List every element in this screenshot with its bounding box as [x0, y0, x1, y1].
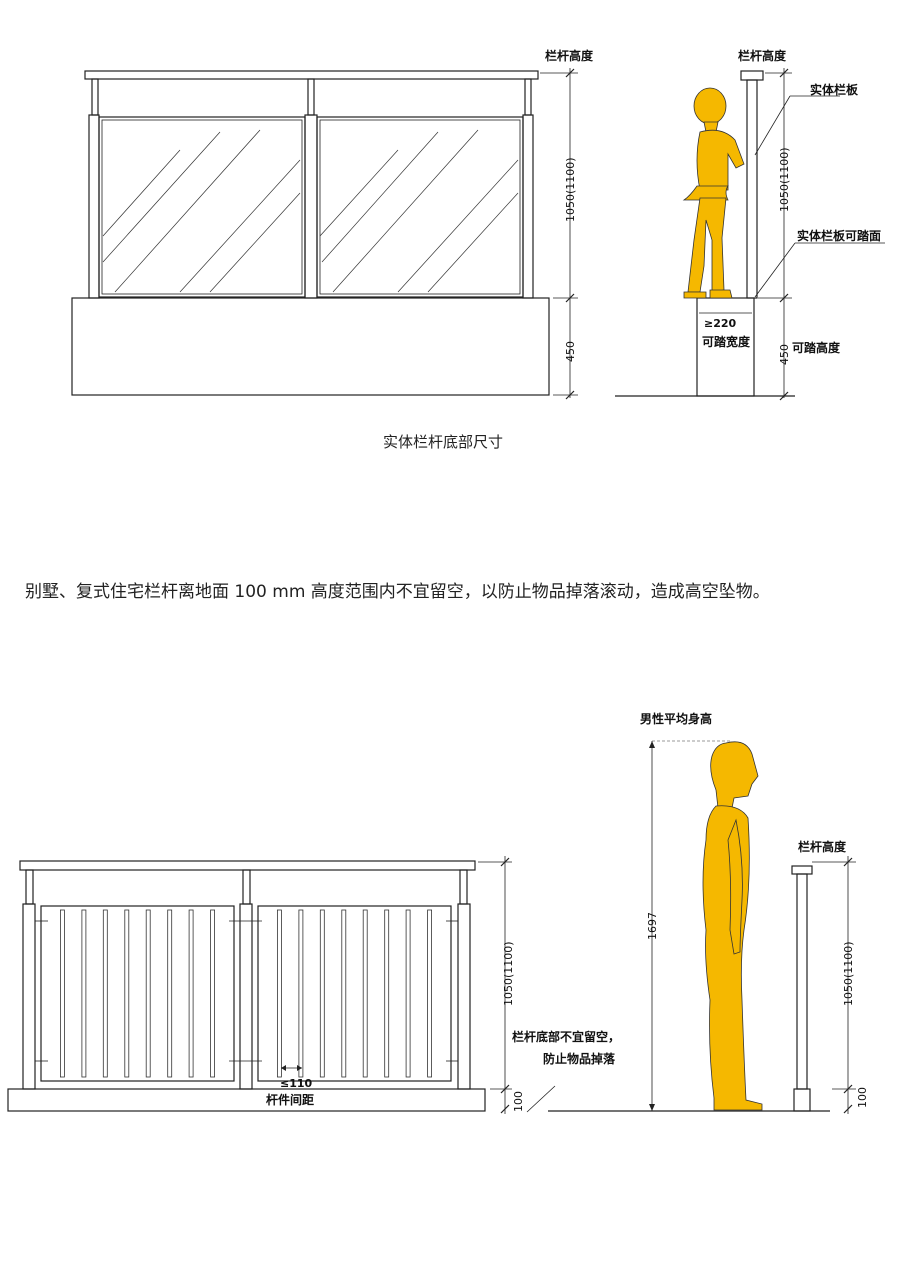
baluster-bar — [405, 909, 411, 1078]
post-left — [88, 114, 100, 299]
baluster-bar — [341, 909, 347, 1078]
baluster-dimension-1050-1100: 1050(1100) — [502, 941, 515, 1006]
male-section-view: 1697 男性平均身高 栏杆高度 1050(1100) 100 — [548, 711, 869, 1114]
handrail-bottom — [19, 860, 476, 871]
baluster-bar — [298, 909, 304, 1078]
right-dimension-450: 450 — [778, 344, 791, 365]
child-section-view: ≥220 可踏宽度 栏杆高度 实体栏板 实体栏板可踏面 1050(1100) 4… — [615, 48, 885, 401]
glass-panel-left — [98, 116, 306, 298]
baluster-bar — [384, 909, 390, 1078]
baluster-dimension-100: 100 — [512, 1091, 525, 1112]
baluster-bar — [81, 909, 87, 1078]
baluster-height-dimension-line — [478, 856, 512, 1114]
post-stub-mid — [307, 78, 315, 116]
small-post-cap — [791, 865, 813, 875]
step-width-label: 可踏宽度 — [702, 334, 751, 349]
small-post-dimension-1050-1100: 1050(1100) — [842, 941, 855, 1006]
baluster-spacing-label: 杆件间距 — [266, 1092, 314, 1107]
baluster-bar — [276, 909, 282, 1078]
body-paragraph: 别墅、复式住宅栏杆离地面 100 mm 高度范围内不宜留空，以防止物品掉落滚动，… — [25, 582, 770, 602]
base-slab — [7, 1088, 486, 1112]
gap-note-line1: 栏杆底部不宜留空， — [512, 1029, 620, 1044]
right-dimension-1050-1100: 1050(1100) — [778, 147, 791, 212]
right-railing-height-label: 栏杆高度 — [738, 48, 787, 63]
baluster-post-left — [22, 903, 36, 1090]
leader-solid-panel — [754, 95, 791, 156]
leader-steppable-surface — [754, 242, 796, 298]
post-right — [522, 114, 534, 299]
baluster-panel-right — [257, 905, 452, 1082]
small-post-height-label: 栏杆高度 — [798, 839, 847, 854]
baluster-bar — [210, 909, 216, 1078]
child-height-dimension-line — [758, 68, 792, 401]
small-post-dimension-line — [812, 856, 856, 1114]
baluster-bar — [145, 909, 151, 1078]
baluster-post-right — [457, 903, 471, 1090]
glass-reflection-hatching — [102, 129, 519, 293]
baluster-bar — [167, 909, 173, 1078]
male-height-dimension: 1697 — [646, 912, 659, 940]
glass-railing-elevation: 栏杆高度 1050(1100) 450 — [71, 48, 594, 400]
small-post — [796, 873, 808, 1090]
solid-panel-post — [746, 79, 758, 299]
man-figure — [702, 741, 763, 1111]
gap-note-line2: 防止物品掉落 — [543, 1051, 616, 1066]
baluster-panel-left — [40, 905, 235, 1082]
baluster-spacing-dimension: ≤110 — [280, 1077, 313, 1090]
baluster-bar — [60, 909, 65, 1078]
baluster-bar — [319, 909, 325, 1078]
baluster-bar — [188, 909, 194, 1078]
height-dimension-line — [540, 68, 578, 400]
small-post-base — [793, 1088, 811, 1112]
panel-brackets — [35, 920, 458, 1062]
top-figure-caption: 实体栏杆底部尺寸 — [383, 433, 503, 451]
baluster-bar — [427, 909, 433, 1078]
post-cap — [740, 70, 764, 81]
baluster-bar — [102, 909, 108, 1078]
solid-panel-label: 实体栏板 — [810, 82, 859, 97]
small-post-dimension-100: 100 — [856, 1087, 869, 1108]
handrail-top — [84, 70, 539, 80]
baluster-railing-elevation: ≤110 杆件间距 1050(1100) 100 栏杆底部不宜留空， 防止物品掉… — [7, 856, 620, 1114]
post-stub-right — [524, 78, 532, 116]
baluster-bar — [362, 909, 368, 1078]
glass-panel-right — [316, 116, 524, 298]
balusters — [60, 909, 433, 1078]
steppable-surface-label: 实体栏板可踏面 — [797, 228, 881, 243]
gap-note-leader — [526, 1085, 556, 1113]
dimension-450: 450 — [564, 341, 577, 362]
male-average-height-label: 男性平均身高 — [640, 711, 712, 726]
post-stub-left — [91, 78, 99, 116]
solid-base — [71, 297, 550, 396]
dimension-1050-1100: 1050(1100) — [564, 157, 577, 222]
step-height-label: 可踏高度 — [792, 340, 841, 355]
post-mid — [304, 114, 318, 299]
railing-height-label: 栏杆高度 — [545, 48, 594, 63]
child-figure — [682, 87, 745, 299]
baluster-bar — [124, 909, 130, 1078]
step-width-dimension: ≥220 — [704, 317, 737, 330]
